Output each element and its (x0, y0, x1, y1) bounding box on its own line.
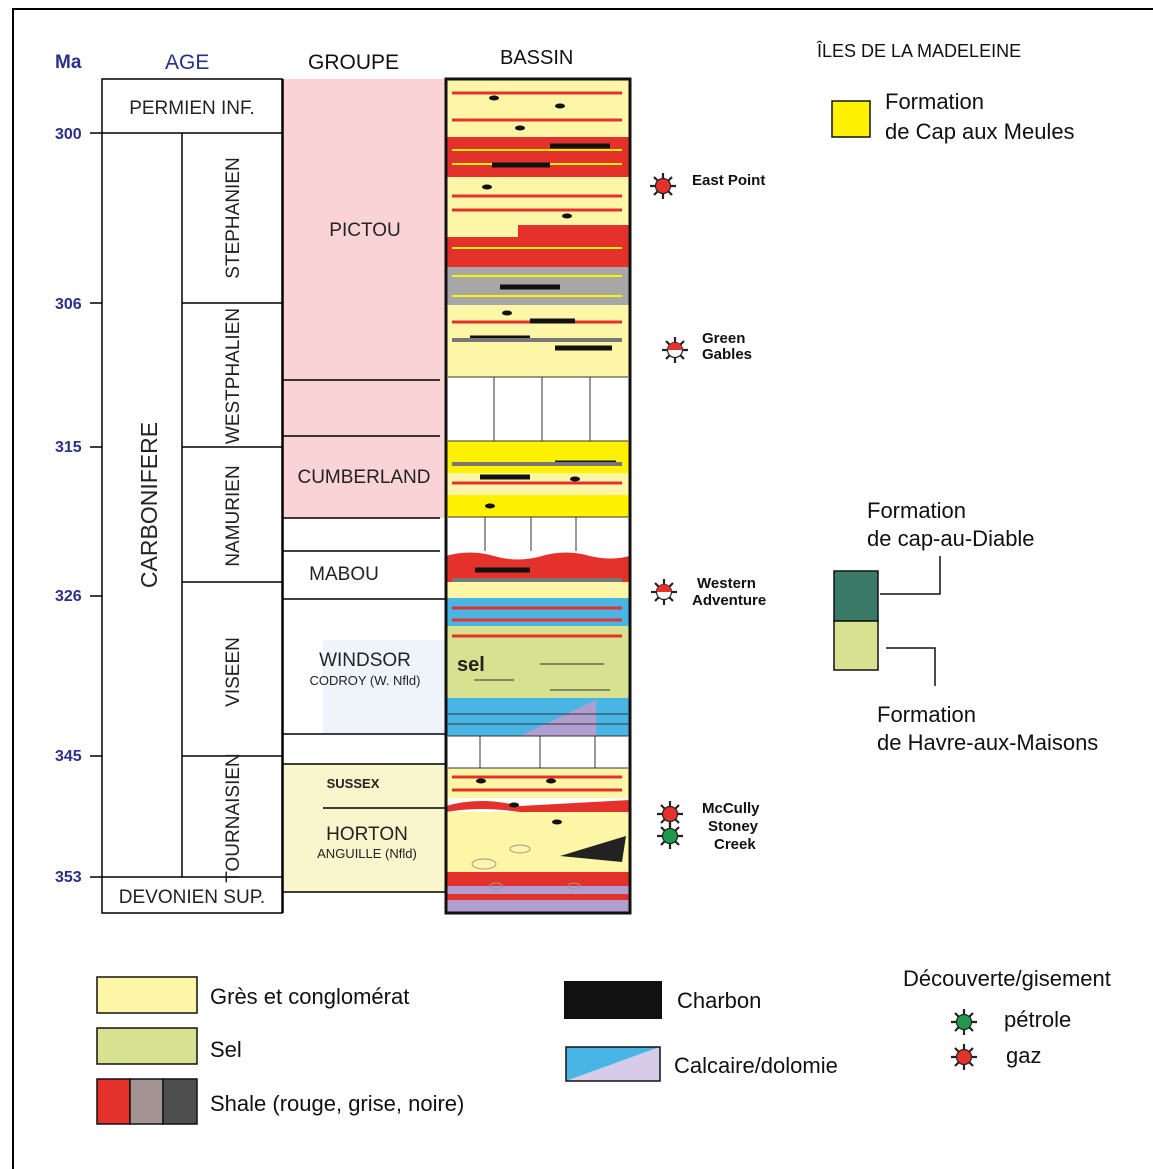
groupe-column (282, 79, 446, 913)
legend-swatch-sel (96, 1027, 198, 1065)
legend-swatch-charbon (564, 981, 662, 1019)
legend-swatch-gres (96, 976, 198, 1014)
formation-cap-aux-meules: de Cap aux Meules (885, 119, 1075, 144)
legend-swatch-calcaire (565, 1046, 661, 1082)
legend-decouverte: Découverte/gisement (903, 966, 1111, 991)
legend-calcaire: Calcaire/dolomie (674, 1053, 838, 1078)
ma-tick: 345 (55, 748, 82, 765)
group-pictou: PICTOU (329, 220, 400, 241)
stage-label: WESTPHALIEN (223, 308, 244, 444)
figure-frame (12, 8, 1153, 1169)
formation-havre-aux-maisons: Formation (877, 702, 976, 727)
ma-tick: 300 (55, 126, 82, 143)
legend-swatch-shale-red (96, 1078, 131, 1125)
havre-aux-maisons-swatch (833, 620, 879, 671)
stage-label: TOURNAISIEN (223, 753, 244, 883)
group-sussex: SUSSEX (327, 776, 380, 791)
ma-tick: 326 (55, 588, 82, 605)
region-title: ÎLES DE LA MADELEINE (816, 41, 1021, 61)
devonien-label: DEVONIEN SUP. (119, 887, 265, 908)
cap-au-diable-swatch (833, 570, 879, 622)
ma-header: Ma (55, 52, 82, 73)
basin-sel-label: sel (457, 654, 485, 676)
discovery-green-gables: Gables (702, 346, 752, 363)
basin-column (444, 77, 632, 915)
legend-charbon: Charbon (677, 988, 761, 1013)
gas-marker-icon (661, 336, 689, 364)
age-column (101, 78, 283, 914)
discovery-east-point: East Point (692, 172, 765, 189)
stage-label: NAMURIEN (223, 465, 244, 566)
group-cumberland: CUMBERLAND (297, 467, 430, 488)
group-codroy: CODROY (W. Nfld) (310, 673, 421, 688)
legend-sel: Sel (210, 1037, 242, 1062)
discovery-mccully: McCully (702, 800, 760, 817)
discovery-mccully: Stoney (708, 818, 759, 835)
gas-marker-icon (650, 578, 678, 606)
legend-gaz: gaz (1006, 1043, 1041, 1068)
groupe-header: GROUPE (308, 51, 399, 74)
legend-shale: Shale (rouge, grise, noire) (210, 1091, 464, 1116)
bassin-header: BASSIN (500, 47, 573, 69)
legend: Grès et conglomérat Sel Shale (rouge, gr… (96, 966, 1111, 1125)
carbonifere-label: CARBONIFERE (136, 422, 162, 588)
ma-tick: 306 (55, 296, 82, 313)
ma-tick: 315 (55, 439, 82, 456)
legend-petrole: pétrole (1004, 1007, 1071, 1032)
ma-tick: 353 (55, 869, 82, 886)
group-windsor: WINDSOR (319, 650, 411, 671)
formation-havre-aux-maisons: de Havre-aux-Maisons (877, 730, 1098, 755)
legend-swatch-shale-black (162, 1078, 198, 1125)
discovery-western-adventure: Adventure (692, 592, 766, 609)
stage-label: STEPHANIEN (223, 157, 244, 278)
ma-axis: 300 306 315 326 345 353 (55, 126, 102, 886)
age-header: AGE (165, 51, 209, 74)
formation-cap-au-diable: de cap-au-Diable (867, 526, 1035, 551)
cap-aux-meules-swatch (831, 100, 871, 138)
formation-cap-au-diable: Formation (867, 498, 966, 523)
oil-legend-icon (950, 1008, 978, 1036)
discovery-green-gables: Green (702, 330, 745, 347)
group-mabou: MABOU (309, 564, 379, 585)
discovery-mccully: Creek (714, 836, 756, 853)
discovery-western-adventure: Western (697, 575, 756, 592)
group-horton: HORTON (326, 824, 408, 845)
oil-marker-icon (656, 822, 684, 850)
legend-swatch-shale-grey (129, 1078, 164, 1125)
permien-label: PERMIEN INF. (129, 98, 255, 119)
group-anguille: ANGUILLE (Nfld) (317, 846, 417, 861)
gas-marker-icon (649, 172, 677, 200)
stage-label: VISEEN (223, 637, 244, 707)
gas-legend-icon (950, 1043, 978, 1071)
legend-gres: Grès et conglomérat (210, 984, 409, 1009)
formation-cap-aux-meules: Formation (885, 89, 984, 114)
